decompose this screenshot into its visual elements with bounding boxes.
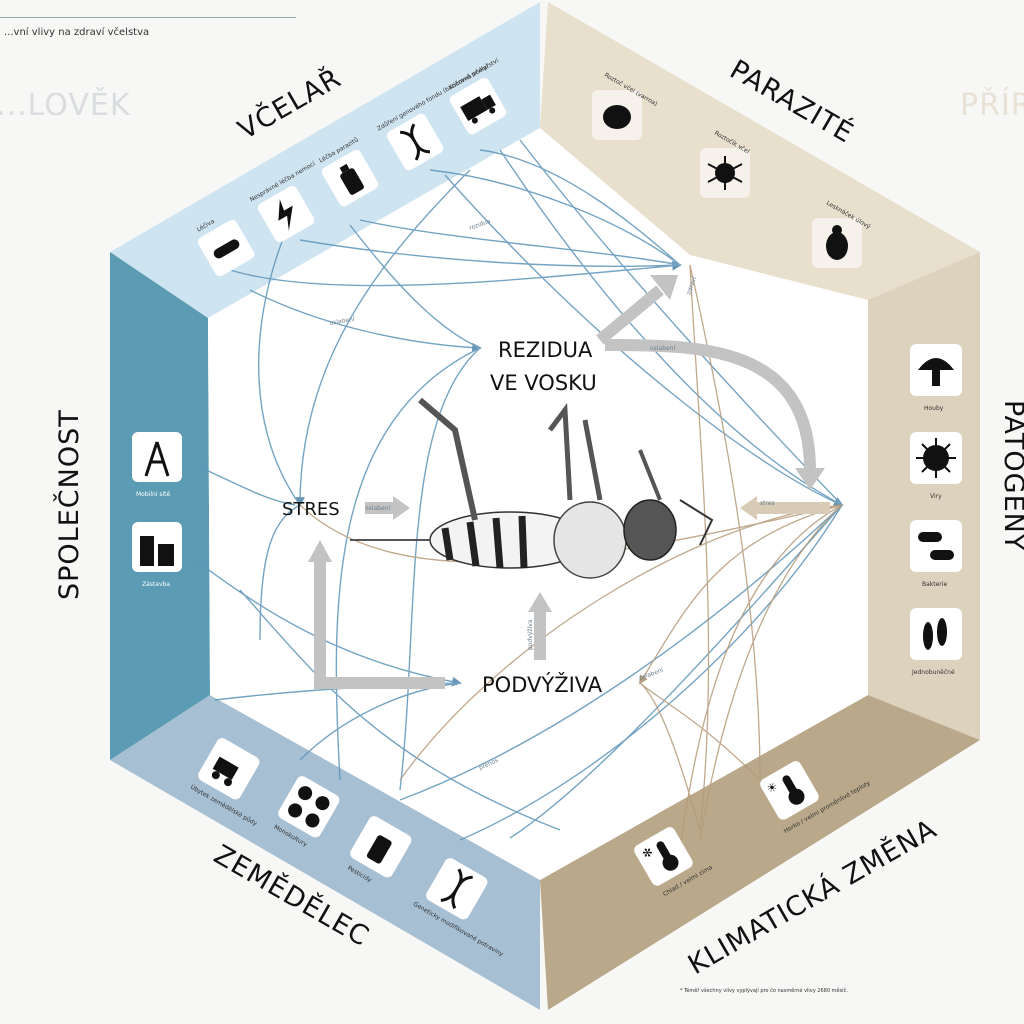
- segment-patogeny: [868, 252, 980, 740]
- edge-label: oslabení: [365, 505, 390, 512]
- edge-label: oslabení: [650, 345, 675, 352]
- monoculture-icon: [278, 776, 340, 838]
- node-rezidua-line1: REZIDUA: [498, 338, 593, 362]
- node-stres: STRES: [282, 499, 340, 520]
- tan-connections: [299, 264, 843, 851]
- segment-spolecnost: [110, 252, 210, 760]
- title-spolecnost: SPOLEČNOST: [53, 409, 85, 600]
- spolecnost-icons: Mobilní sítě Zástavba: [132, 432, 182, 588]
- patogeny-item-label: Jednobuněčné: [911, 669, 955, 676]
- patogeny-item-label: Bakterie: [922, 581, 947, 588]
- bacteria-icon: [910, 520, 962, 572]
- spolecnost-item-label: Zástavba: [142, 581, 170, 588]
- segment-klima: [540, 695, 980, 1010]
- patogeny-icons: Houby Viry Bakterie Jednobuněčné: [910, 344, 962, 676]
- diagram-center-area: [208, 128, 868, 880]
- edge-label: stres: [760, 500, 775, 507]
- segment-parazite: [540, 2, 980, 300]
- header-text: ...vní vlivy na zdraví včelstva: [4, 27, 150, 38]
- header-rule: [0, 17, 296, 18]
- center-arrows: [308, 275, 830, 689]
- node-podvyziva: PODVÝŽIVA: [482, 672, 603, 697]
- buildings-icon: [132, 522, 182, 572]
- patogeny-item-label: Viry: [930, 493, 942, 500]
- faded-label-right: PŘÍR...: [960, 88, 1024, 123]
- edge-label: oslabení: [329, 316, 355, 327]
- faded-label-left: ...LOVĚK: [0, 88, 131, 123]
- spolecnost-item-label: Mobilní sítě: [136, 491, 171, 498]
- node-rezidua-line2: VE VOSKU: [490, 371, 597, 395]
- protozoa-icon: [910, 608, 962, 660]
- klima-footnote: * Téměř všechny vlivy vyplývají pro čo n…: [680, 987, 848, 994]
- edge-label: podvýživa: [527, 619, 534, 650]
- antenna-tower-icon: [132, 432, 182, 482]
- bee-illustration: [350, 397, 714, 579]
- title-patogeny: PATOGENY: [998, 400, 1024, 551]
- patogeny-item-label: Houby: [924, 405, 944, 412]
